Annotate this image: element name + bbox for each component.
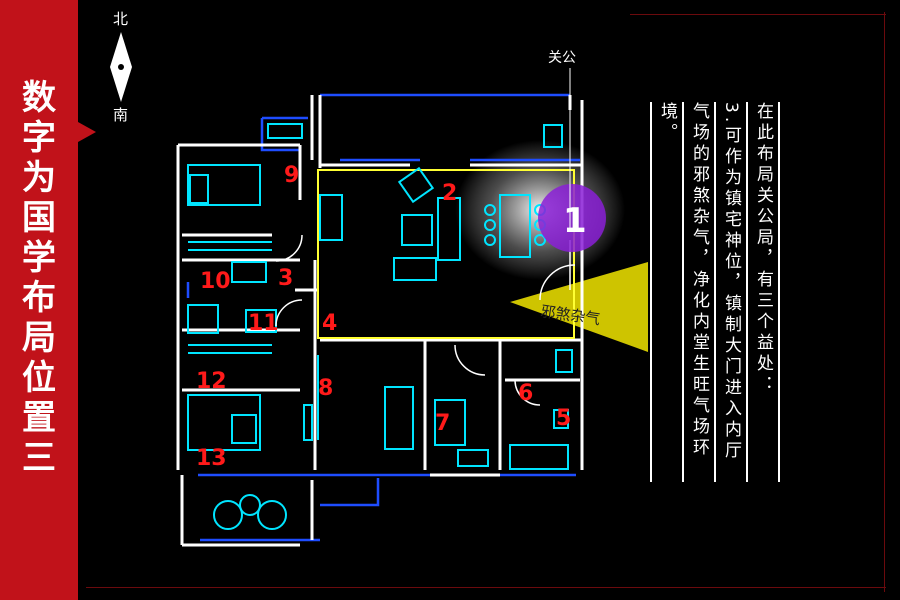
note-col-4: 境。 xyxy=(657,102,677,144)
note-divider xyxy=(682,102,684,482)
title-char: 置 xyxy=(22,398,56,438)
room-number: 10 xyxy=(200,269,231,294)
note-col-3: 气场的邪煞杂气，净化内堂生旺气场环 xyxy=(689,102,709,459)
room-number: 8 xyxy=(318,376,333,401)
deco-line-bottom xyxy=(86,587,886,588)
compass-needle-icon xyxy=(110,32,132,102)
title-char: 学 xyxy=(22,238,56,278)
furniture xyxy=(187,123,573,530)
note-divider xyxy=(714,102,716,482)
room-number: 5 xyxy=(556,406,571,431)
room-number: 11 xyxy=(248,311,279,336)
door-swings xyxy=(275,234,576,406)
title-char: 数 xyxy=(22,78,56,118)
note-divider xyxy=(778,102,780,482)
title-char: 三 xyxy=(22,438,56,478)
living-room-outline xyxy=(317,169,575,339)
note-col-2: 3.可作为镇宅神位，镇制大门进入内厅 xyxy=(721,102,741,463)
deco-line-right xyxy=(884,12,885,592)
room-number: 6 xyxy=(518,381,533,406)
room-numbers: 2 3 4 5 6 7 8 9 10 11 12 13 xyxy=(196,163,571,471)
deco-line-top xyxy=(630,14,886,15)
compass-north-label: 北 xyxy=(113,10,129,28)
door-label: 关公 xyxy=(548,50,576,66)
title-char: 布 xyxy=(22,278,56,318)
room-number: 13 xyxy=(196,446,227,471)
room-number: 9 xyxy=(284,163,299,188)
room-number: 3 xyxy=(278,266,293,291)
room-number: 2 xyxy=(442,181,457,206)
note-col-1: 在此布局关公局，有三个益处： xyxy=(753,102,773,396)
title-char: 字 xyxy=(22,118,56,158)
compass-south-label: 南 xyxy=(113,106,129,124)
title-char: 位 xyxy=(22,358,56,398)
room-number: 4 xyxy=(322,311,337,336)
room-number: 12 xyxy=(196,369,227,394)
title-char: 为 xyxy=(22,158,56,198)
note-divider xyxy=(746,102,748,482)
title-char: 局 xyxy=(22,318,56,358)
sidebar-notch xyxy=(78,122,96,142)
note-divider xyxy=(650,102,652,482)
marker-1-label: 1 xyxy=(563,201,587,241)
sidebar-title: 数 字 为 国 学 布 局 位 置 三 xyxy=(0,78,78,478)
marker-1 xyxy=(538,184,606,252)
evil-energy-beam xyxy=(510,262,648,352)
sidebar: 数 字 为 国 学 布 局 位 置 三 xyxy=(0,0,78,600)
walls xyxy=(176,95,584,547)
room-number: 7 xyxy=(435,411,450,436)
title-char: 国 xyxy=(22,198,56,238)
